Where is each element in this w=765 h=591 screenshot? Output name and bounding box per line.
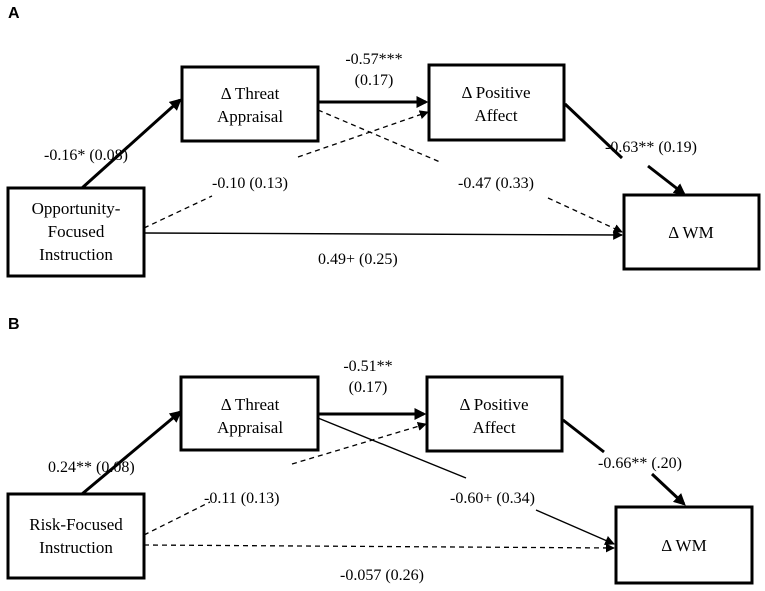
label-a-threat-line1: Δ Threat (221, 84, 280, 103)
coef-a-pred-to-wm: 0.49+ (0.25) (318, 251, 398, 268)
label-b-threat-line2: Appraisal (217, 418, 283, 437)
box-b-threat-appraisal (179, 375, 320, 452)
path-b-affect-to-wm-lower (650, 472, 686, 506)
box-b-positive-affect (425, 375, 564, 453)
path-a-pred-to-threat (80, 98, 182, 190)
panel-a-letter: A (8, 5, 20, 22)
coef-b-threat-to-wm: -0.60+ (0.34) (450, 490, 535, 507)
label-a-affect-line1: Δ Positive (461, 83, 530, 102)
path-b-pred-to-affect-lower (143, 501, 211, 536)
label-b-affect-line1: Δ Positive (459, 395, 528, 414)
coef-a-pred-to-threat: -0.16* (0.08) (44, 147, 128, 164)
label-a-affect-line2: Affect (474, 106, 517, 125)
path-b-threat-to-wm-lower (535, 509, 615, 545)
path-a-affect-to-wm-upper (563, 102, 624, 160)
path-b-pred-to-threat (81, 410, 182, 496)
coef-b-threat-to-affect-line2: (0.17) (349, 379, 388, 396)
label-a-wm: Δ WM (668, 223, 713, 242)
coef-b-pred-to-threat: 0.24** (0.08) (48, 459, 135, 476)
box-b-risk-instruction (6, 492, 146, 580)
label-b-affect-line2: Affect (472, 418, 515, 437)
label-b-pred-line1: Risk-Focused (29, 515, 123, 534)
coef-a-threat-to-wm: -0.47 (0.33) (458, 175, 534, 192)
coef-a-threat-to-affect-line1: -0.57*** (345, 51, 402, 68)
label-a-pred-line3: Instruction (39, 245, 113, 264)
path-a-pred-to-affect-lower (143, 195, 213, 229)
coef-a-affect-to-wm: -0.63** (0.19) (605, 139, 697, 156)
panel-b-letter: B (8, 316, 20, 333)
box-a-wm (622, 193, 761, 271)
panel-b: B Δ Threat Appraisal Δ Positive Affect R… (6, 316, 754, 585)
panel-a: A Δ Threat Appraisal Δ Positive Affect O… (6, 5, 761, 278)
coef-b-affect-to-wm: -0.66** (.20) (598, 455, 682, 472)
path-a-threat-to-wm-lower (547, 197, 623, 233)
label-a-pred-line1: Opportunity- (32, 199, 121, 218)
path-a-threat-to-wm-upper (317, 109, 441, 163)
path-b-threat-to-wm-upper (317, 417, 467, 479)
path-a-pred-to-wm (143, 230, 623, 240)
label-b-pred-line2: Instruction (39, 538, 113, 557)
coef-b-threat-to-affect-line1: -0.51** (343, 358, 392, 375)
coef-a-threat-to-affect-line2: (0.17) (355, 72, 394, 89)
label-a-pred-line2: Focused (48, 222, 105, 241)
coef-a-pred-to-affect: -0.10 (0.13) (212, 175, 288, 192)
path-b-affect-to-wm-upper (562, 418, 605, 454)
label-a-threat-line2: Appraisal (217, 107, 283, 126)
coef-b-pred-to-affect: -0.11 (0.13) (204, 490, 279, 507)
path-a-affect-to-wm-lower (647, 164, 686, 196)
box-a-positive-affect (427, 63, 566, 142)
path-a-pred-to-affect-upper (297, 110, 429, 158)
label-b-wm: Δ WM (661, 536, 706, 555)
box-b-wm (614, 505, 754, 585)
box-a-opportunity-instruction (6, 186, 146, 278)
coef-b-pred-to-wm: -0.057 (0.26) (340, 567, 424, 584)
label-b-threat-line1: Δ Threat (221, 395, 280, 414)
path-b-pred-to-wm (143, 543, 615, 553)
box-a-threat-appraisal (180, 65, 320, 143)
